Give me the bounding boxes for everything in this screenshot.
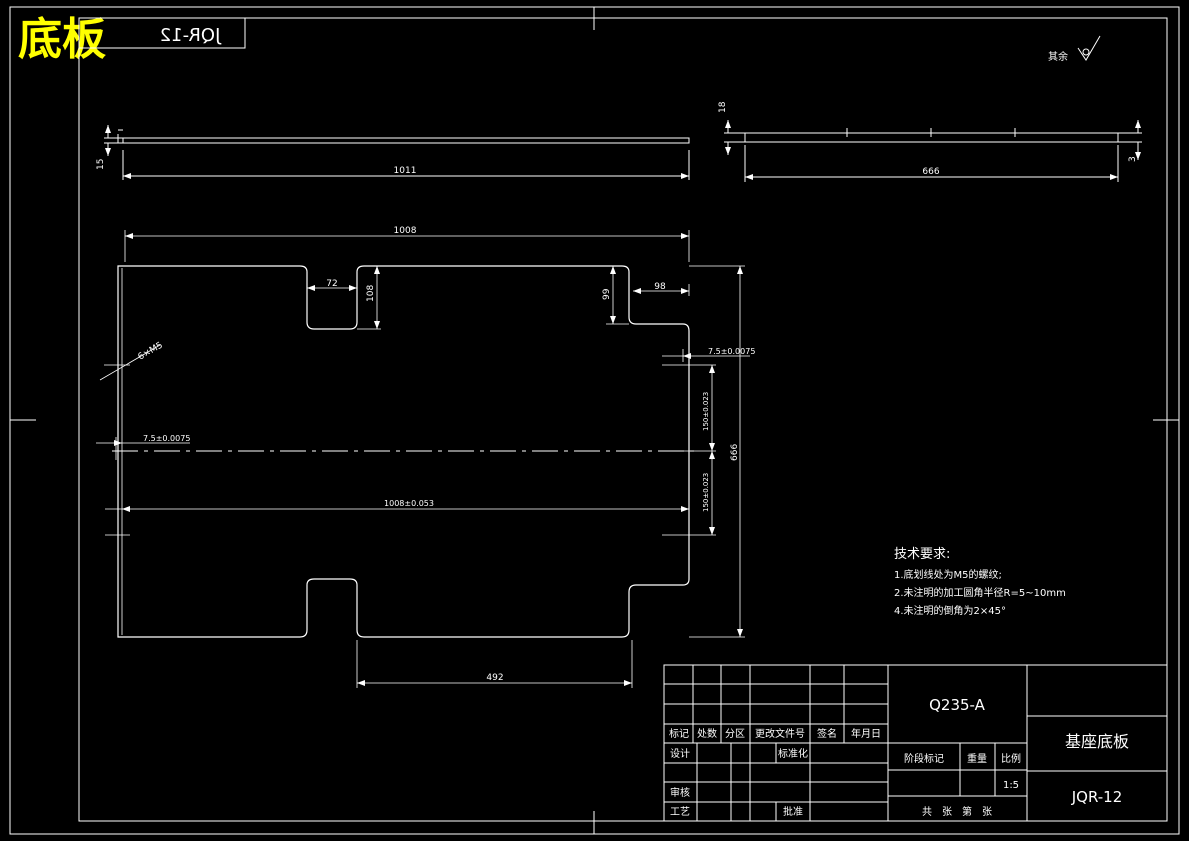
material: Q235-A [929, 696, 986, 714]
header-label: 处数 [697, 727, 717, 740]
dim-top-thickness: 18 [718, 101, 728, 113]
tech-item: 4.未注明的倒角为2×45° [894, 604, 1006, 617]
dim-overall-length: 1008 [394, 226, 417, 236]
plate-dimensions [96, 230, 750, 688]
scale-value: 1:5 [1003, 780, 1019, 791]
tech-requirements: 技术要求: 1.底划线处为M5的螺纹; 2.未注明的加工圆角半径R=5~10mm… [894, 547, 1066, 617]
header-label: 年月日 [851, 727, 881, 740]
standardization-label: 标准化 [778, 747, 808, 760]
dim-notch-width-right: 98 [654, 282, 666, 292]
process-label: 工艺 [670, 806, 690, 818]
dim-hole-offset-left: 7.5±0.0075 [143, 434, 190, 443]
dim-side-thickness: 15 [96, 159, 106, 170]
scale-label: 比例 [1001, 752, 1021, 765]
plate-outline [117, 265, 690, 638]
side-view [104, 125, 690, 180]
tech-item: 1.底划线处为M5的螺纹; [894, 568, 1002, 581]
dim-hole-pitch-upper: 150±0.023 [702, 392, 710, 431]
sheet-frame [9, 6, 1180, 835]
dim-hole-pitch-lower: 150±0.023 [702, 473, 710, 512]
dim-hole-span: 1008±0.053 [384, 499, 434, 508]
sheets-label: 共 张 第 张 [922, 805, 992, 818]
approval-label: 批准 [783, 805, 803, 818]
dim-notch-width-left: 72 [326, 279, 337, 289]
dim-bottom-notch-span: 492 [486, 673, 503, 683]
header-label: 分区 [725, 728, 745, 740]
stage-mark-label: 阶段标记 [904, 752, 944, 765]
header-label: 签名 [817, 727, 837, 740]
dim-top-small: 3 [1128, 156, 1138, 162]
dim-hole-label: 6×M5 [137, 341, 165, 363]
weight-label: 重量 [967, 752, 987, 765]
roughness-note: 其余 [1048, 50, 1068, 63]
tech-heading: 技术要求: [894, 547, 950, 562]
dim-hole-offset-right: 7.5±0.0075 [708, 347, 755, 356]
part-name: 基座底板 [1065, 732, 1129, 751]
design-label: 设计 [670, 747, 690, 760]
header-label: 标记 [669, 728, 689, 740]
header-label: 更改文件号 [755, 727, 805, 740]
mirrored-code: JQR-12 [160, 25, 222, 46]
dim-notch-depth-right: 99 [602, 288, 612, 300]
top-view [724, 120, 1142, 182]
tech-item: 2.未注明的加工圆角半径R=5~10mm [894, 586, 1066, 599]
mirrored-code-box: JQR-12 [78, 17, 246, 49]
dim-side-length: 1011 [394, 166, 417, 176]
dim-overall-height: 666 [730, 444, 740, 461]
review-label: 审核 [670, 786, 690, 799]
overlay-title: 底板 [18, 14, 106, 65]
dim-notch-depth-left: 108 [366, 285, 376, 302]
roughness-symbol: 其余 [1048, 35, 1101, 63]
dim-top-length: 666 [922, 167, 939, 177]
drawing-number: JQR-12 [1071, 788, 1123, 806]
title-block [663, 664, 1168, 822]
